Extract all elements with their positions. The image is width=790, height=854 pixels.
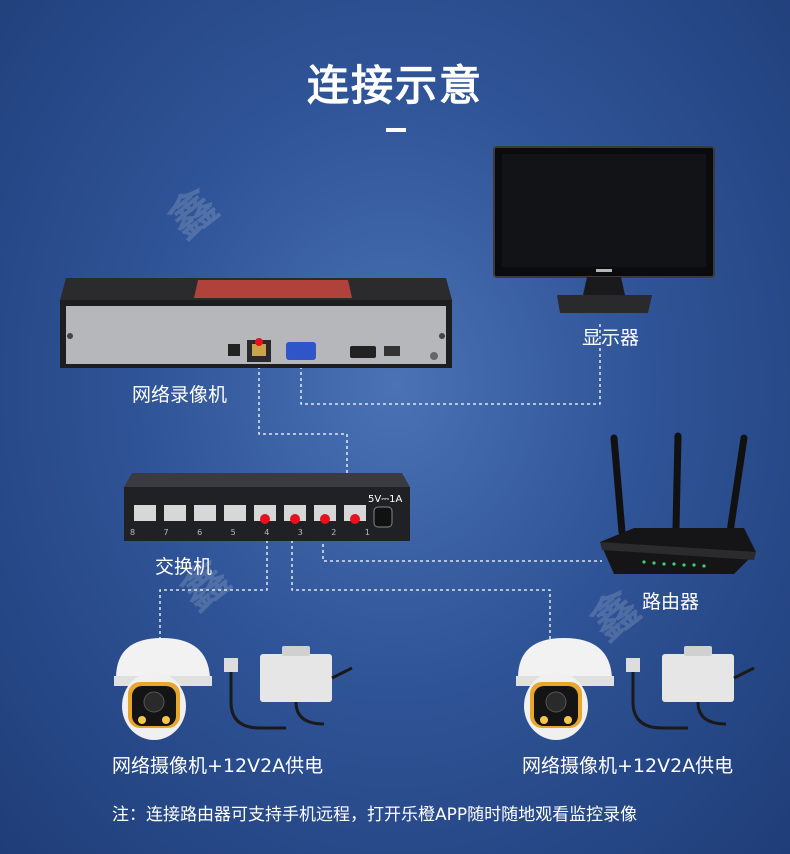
monitor-image	[493, 146, 715, 313]
camera-left-label: 网络摄像机+12V2A供电	[112, 755, 324, 777]
switch-camera-left-line	[159, 522, 268, 640]
nvr-image	[60, 278, 452, 368]
port-number: 2	[331, 528, 337, 537]
port-number: 8	[130, 528, 136, 537]
port-number: 5	[230, 528, 236, 537]
camera-kit-right-image	[516, 638, 755, 740]
port-number: 3	[297, 528, 303, 537]
nvr-label: 网络录像机	[132, 384, 228, 406]
page-title: 连接示意	[306, 61, 483, 110]
switch-power-label: 5V⎓1A	[368, 494, 403, 505]
port-number: 4	[264, 528, 270, 537]
port-number: 6	[197, 528, 203, 537]
switch-camera-right-line	[291, 522, 551, 640]
switch-port-numbers: 8 7 6 5 4 3 2 1	[130, 528, 370, 537]
camera-right-label: 网络摄像机+12V2A供电	[522, 755, 734, 777]
router-image	[600, 432, 756, 574]
router-label: 路由器	[642, 591, 700, 613]
footer-note: 注：连接路由器可支持手机远程，打开乐橙APP随时随地观看监控录像	[112, 805, 638, 825]
monitor-label: 显示器	[582, 327, 640, 349]
switch-label: 交换机	[155, 556, 213, 578]
title-divider	[386, 128, 406, 132]
switch-image	[124, 473, 410, 541]
nvr-monitor-line	[300, 322, 601, 405]
port-number: 7	[163, 528, 169, 537]
camera-kit-left-image	[114, 638, 353, 740]
port-number: 1	[364, 528, 370, 537]
